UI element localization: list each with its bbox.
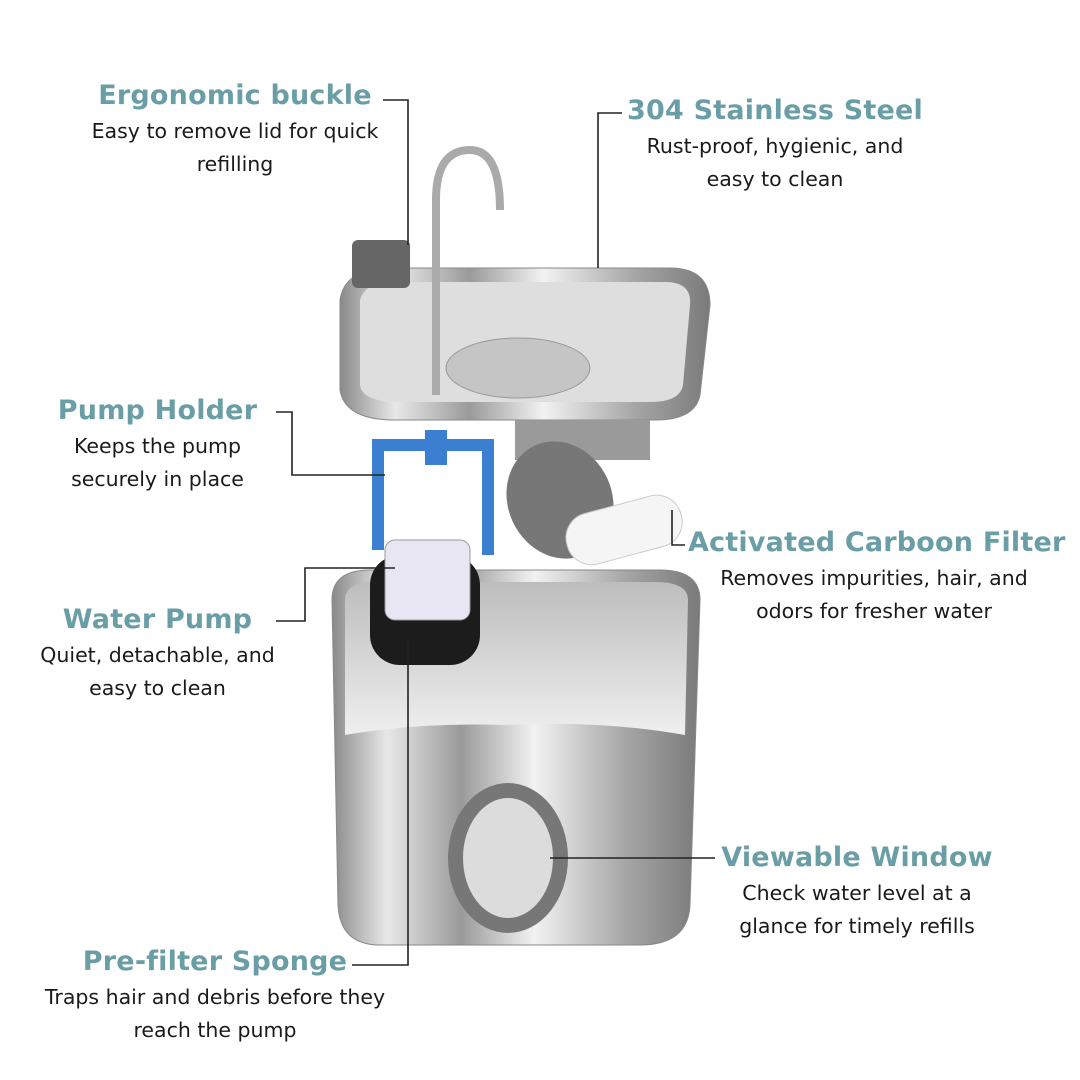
feature-desc: Easy to remove lid for quick refilling [91, 119, 379, 176]
leader-lines [276, 99, 715, 966]
feature-carbon-filter: Activated Carboon Filter Removes impurit… [688, 527, 1066, 628]
water-pump [384, 539, 471, 621]
feature-title: Viewable Window [721, 842, 993, 873]
feature-title: 304 Stainless Steel [627, 95, 923, 126]
feature-stainless-steel: 304 Stainless Steel Rust-proof, hygienic… [605, 95, 945, 196]
feature-pump-holder: Pump Holder Keeps the pump securely in p… [40, 395, 275, 496]
feature-ergonomic-buckle: Ergonomic buckle Easy to remove lid for … [55, 80, 415, 181]
feature-desc: Keeps the pump securely in place [71, 434, 244, 491]
feature-water-pump: Water Pump Quiet, detachable, and easy t… [40, 604, 275, 705]
feature-desc: Traps hair and debris before they reach … [44, 985, 386, 1042]
feature-title: Pump Holder [57, 395, 258, 426]
feature-title: Pre-filter Sponge [82, 946, 348, 977]
feature-viewable-window: Viewable Window Check water level at a g… [712, 842, 1002, 943]
feature-desc: Check water level at a glance for timely… [739, 881, 975, 938]
feature-pre-filter-sponge: Pre-filter Sponge Traps hair and debris … [35, 946, 395, 1047]
feature-desc: Quiet, detachable, and easy to clean [40, 643, 275, 700]
feature-title: Ergonomic buckle [98, 80, 372, 111]
carbon-filter [565, 494, 683, 566]
feature-desc: Removes impurities, hair, and odors for … [720, 566, 1028, 623]
feature-desc: Rust-proof, hygienic, and easy to clean [646, 134, 904, 191]
steel-lid-tray [339, 145, 711, 460]
feature-title: Water Pump [62, 604, 253, 635]
feature-title: Activated Carboon Filter [688, 527, 1066, 558]
buckle [352, 240, 410, 288]
faucet [432, 145, 504, 395]
